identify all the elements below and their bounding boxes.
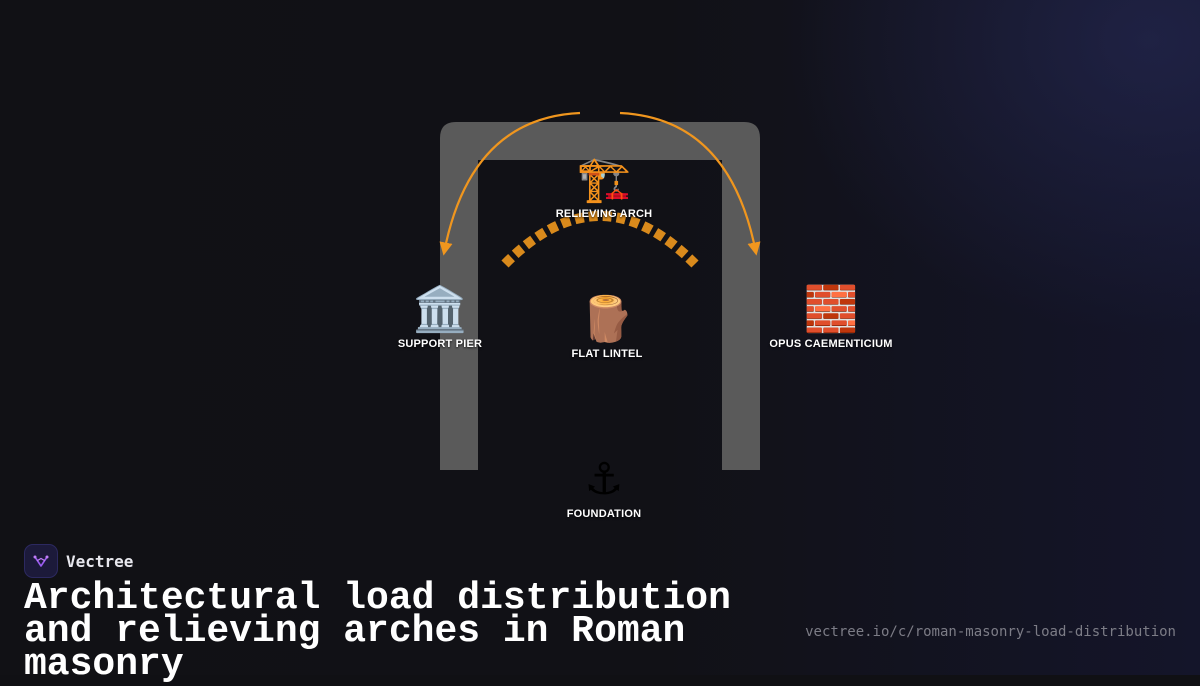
brand: Vectree	[24, 544, 133, 578]
load-arrow-left	[439, 111, 581, 256]
page-title: Architectural load distribution and reli…	[24, 577, 731, 686]
anchor-icon: ⚓	[584, 454, 624, 505]
opus-caementicium-label: OPUS CAEMENTICIUM	[769, 338, 893, 350]
brick-icon: 🧱	[803, 284, 859, 335]
relieving-arch-label: RELIEVING ARCH	[555, 208, 653, 220]
crane-icon: 🏗️	[576, 154, 632, 205]
node-relieving-arch: 🏗️ RELIEVING ARCH	[555, 154, 653, 221]
relieving-arch-voussoirs	[501, 211, 699, 268]
node-flat-lintel: 🪵 FLAT LINTEL	[571, 294, 643, 361]
vectree-logo-icon	[24, 544, 58, 578]
support-pier-label: SUPPORT PIER	[397, 338, 483, 350]
node-support-pier: 🏛️ SUPPORT PIER	[397, 284, 483, 351]
wood-log-icon: 🪵	[579, 294, 635, 345]
node-foundation: ⚓ FOUNDATION	[566, 454, 642, 521]
flat-lintel-label: FLAT LINTEL	[571, 348, 643, 360]
classical-building-icon: 🏛️	[412, 284, 468, 335]
foundation-label: FOUNDATION	[566, 508, 642, 520]
gateway-structure	[440, 122, 760, 470]
source-url[interactable]: vectree.io/c/roman-masonry-load-distribu…	[805, 624, 1176, 640]
node-opus-caementicium: 🧱 OPUS CAEMENTICIUM	[769, 284, 893, 351]
brand-name: Vectree	[66, 551, 134, 571]
load-arrow-right	[619, 111, 761, 256]
